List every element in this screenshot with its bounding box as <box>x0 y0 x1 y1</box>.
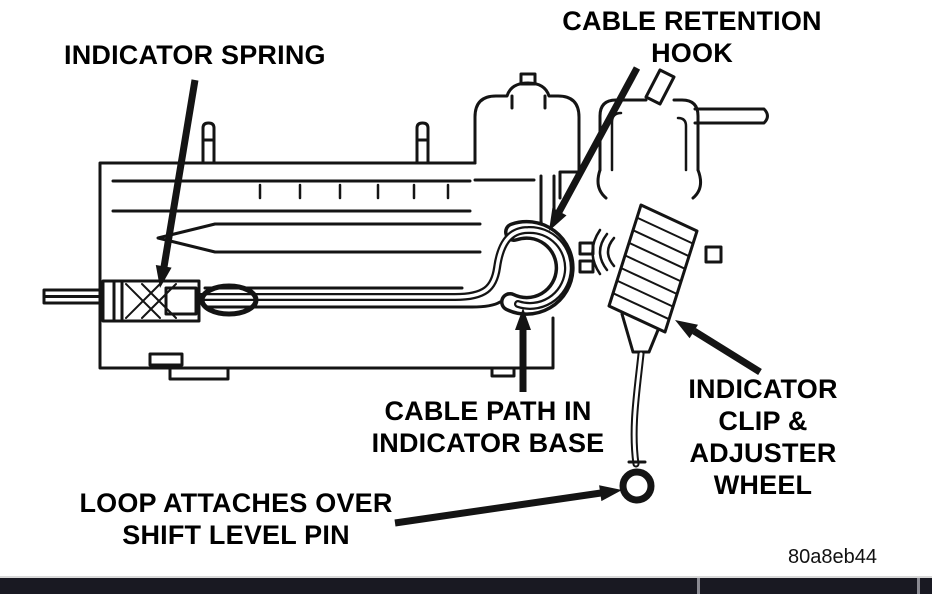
arrow-indicator-clip <box>675 320 762 375</box>
figure-code: 80a8eb44 <box>788 546 877 568</box>
label-cable-retention-hook: CABLE RETENTION HOOK <box>562 6 822 68</box>
label-indicator-clip: INDICATOR CLIP & ADJUSTER WHEEL <box>688 374 838 500</box>
cable-loop-drawing <box>619 350 655 504</box>
indicator-clip-drawing <box>578 68 769 354</box>
label-indicator-spring: INDICATOR SPRING <box>64 40 326 70</box>
bottom-window-edge <box>0 576 932 578</box>
arrow-loop-attaches <box>394 485 622 527</box>
indicator-spring-drawing <box>42 279 259 323</box>
bottom-bar-separator <box>917 578 920 594</box>
bottom-bar <box>0 578 932 594</box>
arrow-cable-path <box>515 308 531 392</box>
indicator-housing-drawing <box>98 72 581 381</box>
arrow-indicator-spring <box>155 79 199 288</box>
shift-cable-drawing <box>196 225 572 310</box>
callout-arrows <box>155 66 762 527</box>
label-loop-attaches: LOOP ATTACHES OVER SHIFT LEVEL PIN <box>79 488 393 550</box>
arrow-cable-retention-hook <box>549 66 641 231</box>
bottom-bar-separator <box>697 578 700 594</box>
label-cable-path: CABLE PATH IN INDICATOR BASE <box>371 396 605 458</box>
